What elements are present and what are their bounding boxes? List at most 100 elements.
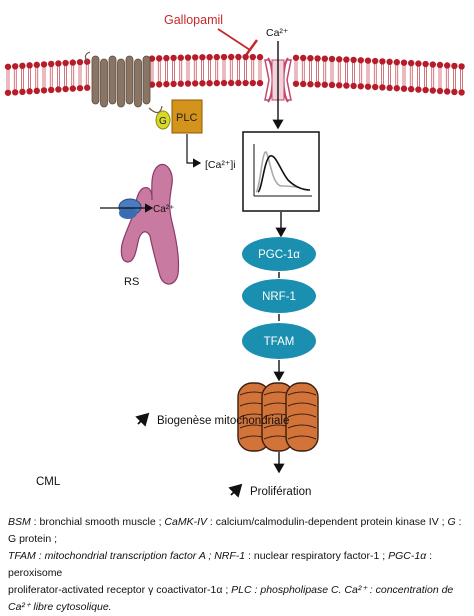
lipid-head [206,79,213,87]
caption-line-2: TFAM : mitochondrial transcription facto… [8,548,470,582]
lipid-head [372,83,379,91]
lipid-head [69,85,77,92]
lipid-head [19,88,26,96]
lipid-head [400,59,408,66]
lipid-head [408,59,415,67]
lipid-head [429,61,436,68]
lipid-tail [460,69,463,90]
lipid-tail [71,65,75,86]
lipid-head [48,60,55,68]
lipid-head [292,80,300,87]
lipid-head [422,60,429,68]
lipid-head [213,53,220,61]
biogenesis-label: Biogenèse mitochondriale [157,415,289,427]
lipid-head [228,79,235,87]
lipid-tail [330,61,334,82]
lipid-head [328,55,336,63]
lipid-tail [373,64,377,85]
lipid-head [184,80,192,87]
lipid-tail [294,60,298,81]
caption-text: : nuclear respiratory factor-1 ; [245,550,389,562]
lipid-head [19,62,26,70]
lipid-tail [237,60,240,81]
caption-text: : G protein ; [8,516,462,545]
proliferation-label: Prolifération [250,486,311,498]
mitochondrion-crista [287,435,317,440]
lipid-head [379,84,386,91]
lipid-head [170,80,177,88]
pgc-label: PGC-1α [258,249,300,261]
lipid-tail [445,68,449,89]
lipid-head [249,79,256,87]
lipid-tail [417,66,420,87]
lipid-head [163,54,170,62]
caption-text: : bronchial smooth muscle ; [30,516,165,528]
lipid-tail [258,60,262,81]
lipid-tail [222,60,226,81]
lipid-head [220,79,228,87]
lipid-head [4,63,12,70]
lipid-head [177,80,184,87]
lipid-head [156,81,163,88]
lipid-head [393,59,400,66]
lipid-tail [186,60,190,81]
channel-ca-label: Ca²⁺ [266,27,289,39]
lipid-head [444,62,451,69]
lipid-head [235,53,242,61]
lipid-head [321,55,328,62]
lipid-head [242,53,249,61]
lipid-head [55,86,62,93]
receptor-helix [91,55,100,105]
lipid-head [163,80,170,88]
lipid-head [33,61,40,69]
cytosolic-ca-label: [Ca²⁺]i [205,159,236,171]
caption-term: BSM [8,516,31,528]
tfam-oval [242,323,316,359]
lipid-tail [49,66,53,87]
mitochondrion [285,382,319,452]
lipid-head [242,79,249,87]
lipid-head [429,87,436,94]
figure-caption: BSM : bronchial smooth muscle ; CaMK-IV … [8,514,470,616]
lipid-head [458,89,465,96]
lipid-tail [201,60,204,81]
lipid-head [256,79,264,87]
lipid-head [235,79,242,87]
calcium-transient-graph [242,131,320,212]
lipid-head [48,86,55,94]
caption-term: NRF-1 [214,550,246,562]
caption-text: : calcium/calmodulin-dependent protein k… [207,516,448,528]
mitochondria [237,382,319,452]
mitochondrion-crista [287,413,317,418]
lipid-head [336,56,343,63]
proliferation-up-arrow [228,483,243,498]
lipid-tail [193,60,197,81]
lipid-head [458,63,465,70]
caption-line-3: proliferator-activated receptor γ coacti… [8,582,470,616]
lipid-head [26,88,33,95]
lipid-tail [21,68,24,89]
lipid-tail [215,60,219,81]
lipid-tail [85,64,89,85]
graph-curve-black [257,155,311,193]
lipid-tail [352,62,355,83]
mitochondrion-crista [287,391,317,396]
plc-to-ca-arrow [186,134,202,168]
lipid-head [220,53,228,61]
lipid-head [379,58,386,65]
receptor-helix [142,55,151,105]
lipid-tail [150,61,154,82]
lipid-head [314,81,321,88]
lipid-tail [409,66,413,87]
caption-term: G [447,516,456,528]
cml-label: CML [36,476,61,488]
gallopamil-inhibition-line [217,28,251,51]
caption-line-1: BSM : bronchial smooth muscle ; CaMK-IV … [8,514,470,548]
lipid-tail [316,61,319,82]
gallopamil-label: Gallopamil [164,13,223,27]
lipid-tail [35,67,39,88]
lipid-head [62,85,69,93]
lipid-tail [42,67,46,88]
lipid-head [199,54,206,61]
caption-term: PGC-1α [388,550,427,562]
